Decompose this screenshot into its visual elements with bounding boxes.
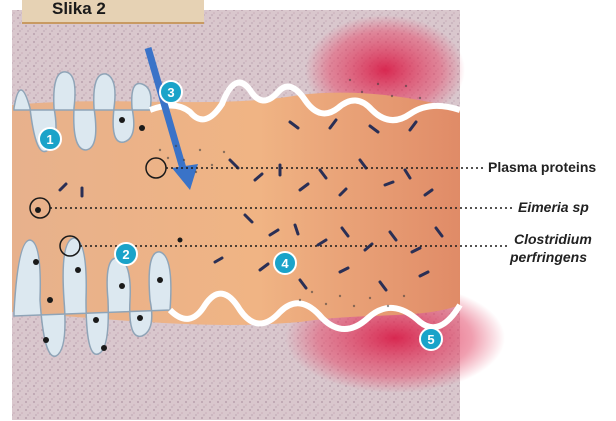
figure-label: Slika 2 (22, 0, 204, 24)
svg-text:4: 4 (281, 256, 289, 271)
plasma-proteins-label: Plasma proteins (488, 159, 596, 175)
marker-2: 2 (115, 243, 137, 265)
marker-4: 4 (274, 252, 296, 274)
clostridium-label-line1: Clostridium (514, 231, 592, 247)
svg-text:5: 5 (427, 332, 434, 347)
clostridium-label-line2: perfringens (509, 249, 587, 265)
svg-text:1: 1 (46, 132, 53, 147)
marker-1: 1 (39, 128, 61, 150)
svg-text:2: 2 (122, 247, 129, 262)
eimeria-label: Eimeria sp (518, 199, 589, 215)
marker-3: 3 (160, 81, 182, 103)
marker-5: 5 (420, 328, 442, 350)
svg-text:3: 3 (167, 85, 174, 100)
